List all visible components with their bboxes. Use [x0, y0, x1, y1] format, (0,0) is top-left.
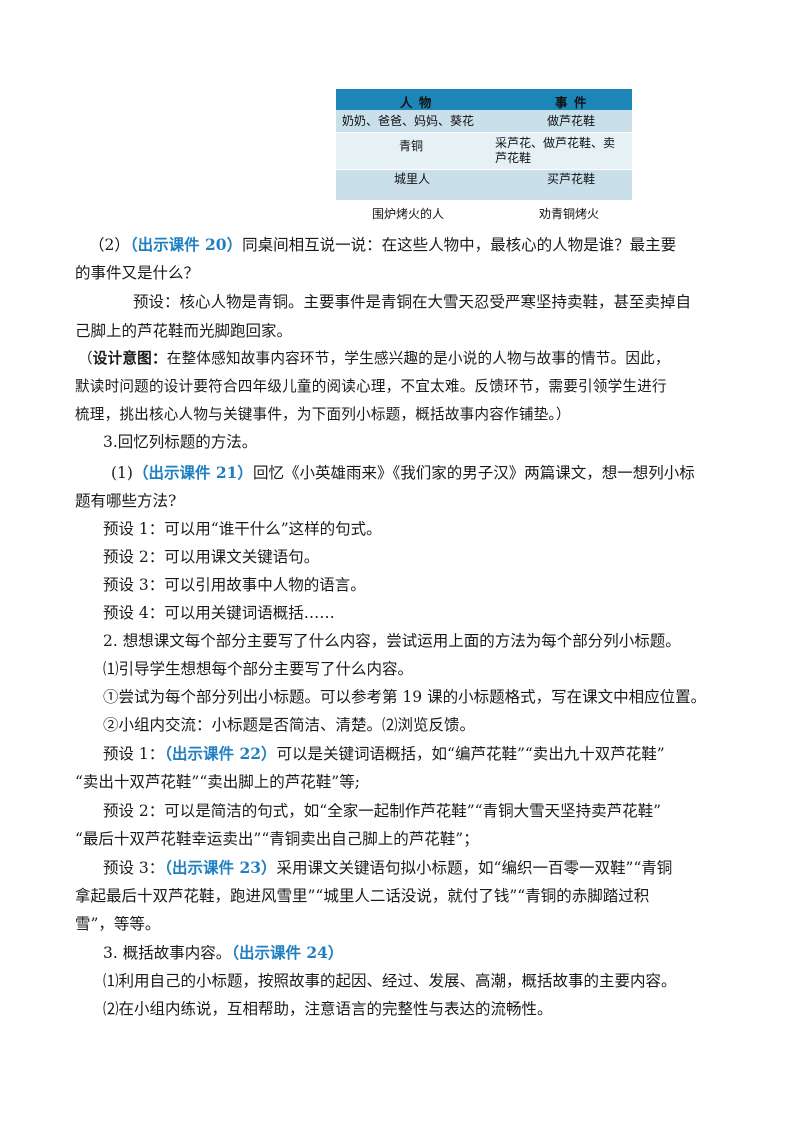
paragraph-line: 预设 3：（出示课件 23）采用课文关键语句拟小标题，如“编织一百零一双鞋”“青… — [103, 857, 672, 879]
table-cell-event: 采芦花、做芦花鞋、卖 — [495, 136, 616, 150]
item-number: (1) — [111, 464, 133, 482]
paragraph-line: ⑴利用自己的小标题，按照故事的起因、经过、发展、高潮，概括故事的主要内容。 — [103, 972, 677, 990]
courseware-link[interactable]: （出示课件 20） — [129, 235, 243, 254]
table-cell-event: 劝青铜烤火 — [539, 207, 600, 221]
table-row-divider — [336, 132, 632, 133]
heading-text: 3. 概括故事内容。 — [103, 944, 232, 962]
paragraph-line: (1)（出示课件 21）回忆《小英雄雨来》《我们家的男子汉》两篇课文，想一想列小… — [111, 462, 695, 484]
paragraph-line: ②小组内交流：小标题是否简洁、清楚。⑵浏览反馈。 — [103, 716, 476, 734]
paragraph-line: “最后十双芦花鞋幸运卖出”“青铜卖出自己脚上的芦花鞋”； — [75, 830, 479, 848]
courseware-link[interactable]: （出示课件 21） — [132, 463, 253, 482]
table-cell-event: 芦花鞋 — [495, 151, 532, 165]
paragraph-text: 同桌间相互说一说：在这些人物中，最核心的人物是谁？最主要 — [242, 236, 677, 254]
preset-label: 预设 3： — [103, 859, 165, 877]
design-intent-line: 默读时问题的设计要符合四年级儿童的阅读心理，不宜太难。反馈环节，需要引领学生进行 — [75, 378, 667, 395]
section-heading: 2. 想想课文每个部分主要写了什么内容，尝试运用上面的方法为每个部分列小标题。 — [103, 632, 681, 650]
paragraph-line: 预设 2：可以是简洁的句式，如“全家一起制作芦花鞋”“青铜大雪天坚持卖芦花鞋” — [103, 802, 661, 820]
table-row-band — [336, 110, 632, 132]
item-number: （2） — [89, 236, 130, 254]
table-cell-event: 做芦花鞋 — [547, 114, 596, 128]
design-intent-line: （设计意图：在整体感知故事内容环节，学生感兴趣的是小说的人物与故事的情节。因此， — [78, 348, 670, 370]
table-cell-person: 青铜 — [399, 139, 424, 153]
preset-line: 预设 1：可以用“谁干什么”这样的句式。 — [103, 520, 382, 538]
preset-line: 预设 3：可以引用故事中人物的语言。 — [103, 576, 366, 594]
paragraph-line: （2）（出示课件 20）同桌间相互说一说：在这些人物中，最核心的人物是谁？最主要 — [89, 234, 676, 256]
paragraph-line: 的事件又是什么？ — [75, 264, 200, 282]
paragraph-line: 雪”，等等。 — [75, 915, 161, 933]
table-header-bar — [336, 89, 632, 110]
table-cell-person: 城里人 — [394, 172, 431, 186]
table-header-person: 人 物 — [400, 95, 433, 110]
table-cell-person: 奶奶、爸爸、妈妈、葵花 — [342, 114, 475, 128]
paragraph-line: ①尝试为每个部分列出小标题。可以参考第 19 课的小标题格式，写在课文中相应位置… — [103, 688, 707, 706]
table-row-divider — [336, 169, 632, 170]
bracket: （ — [78, 350, 93, 367]
paragraph-text: 回忆《小英雄雨来》《我们家的男子汉》两篇课文，想一想列小标 — [252, 464, 695, 482]
table-header-event: 事 件 — [555, 95, 588, 110]
paragraph-text: 可以是关键词语概括，如“编芦花鞋”“卖出九十双芦花鞋” — [276, 745, 665, 763]
courseware-link[interactable]: （出示课件 24） — [231, 943, 344, 962]
paragraph-line: 题有哪些方法? — [75, 492, 177, 510]
paragraph-line: 预设：核心人物是青铜。主要事件是青铜在大雪天忍受严寒坚持卖鞋，甚至卖掉自 — [133, 293, 692, 311]
preset-line: 预设 2：可以用课文关键语句。 — [103, 548, 320, 566]
preset-line: 预设 4：可以用关键词语概括…… — [103, 604, 335, 622]
table-cell-event: 买芦花鞋 — [547, 172, 596, 186]
courseware-link[interactable]: （出示课件 22） — [164, 744, 277, 763]
table-row-band — [336, 169, 632, 200]
section-heading: 3.回忆列标题的方法。 — [103, 433, 258, 451]
design-intent-line: 梳理，挑出核心人物与关键事件，为下面列小标题，概括故事内容作铺垫。） — [75, 406, 571, 423]
paragraph-text: 采用课文关键语句拟小标题，如“编织一百零一双鞋”“青铜 — [276, 859, 673, 877]
design-intent-label: 设计意图： — [92, 350, 167, 367]
preset-label: 预设 1： — [103, 745, 165, 763]
paragraph-line: 拿起最后十双芦花鞋，跑进风雪里”“城里人二话没说，就付了钱”“青铜的赤脚踏过积 — [75, 887, 650, 905]
paragraph-line: 己脚上的芦花鞋而光脚跑回家。 — [75, 322, 293, 340]
table-row-band — [336, 200, 632, 227]
courseware-link[interactable]: （出示课件 23） — [164, 858, 277, 877]
paragraph-line: “卖出十双芦花鞋”“卖出脚上的芦花鞋”等; — [75, 773, 360, 791]
table-row-divider — [336, 200, 632, 201]
paragraph-line: ⑴引导学生想想每个部分主要写了什么内容。 — [103, 660, 414, 678]
paragraph-text: 在整体感知故事内容环节，学生感兴趣的是小说的人物与故事的情节。因此， — [166, 350, 670, 367]
section-heading: 3. 概括故事内容。（出示课件 24） — [103, 942, 343, 964]
table-cell-person: 围炉烤火的人 — [372, 207, 445, 221]
paragraph-line: 预设 1：（出示课件 22）可以是关键词语概括，如“编芦花鞋”“卖出九十双芦花鞋… — [103, 743, 665, 765]
paragraph-line: ⑵在小组内练说，互相帮助，注意语言的完整性与表达的流畅性。 — [103, 1000, 553, 1018]
character-event-table-figure: 人 物 事 件 奶奶、爸爸、妈妈、葵花 做芦花鞋 青铜 采芦花、做芦花鞋、卖 芦… — [336, 89, 632, 227]
